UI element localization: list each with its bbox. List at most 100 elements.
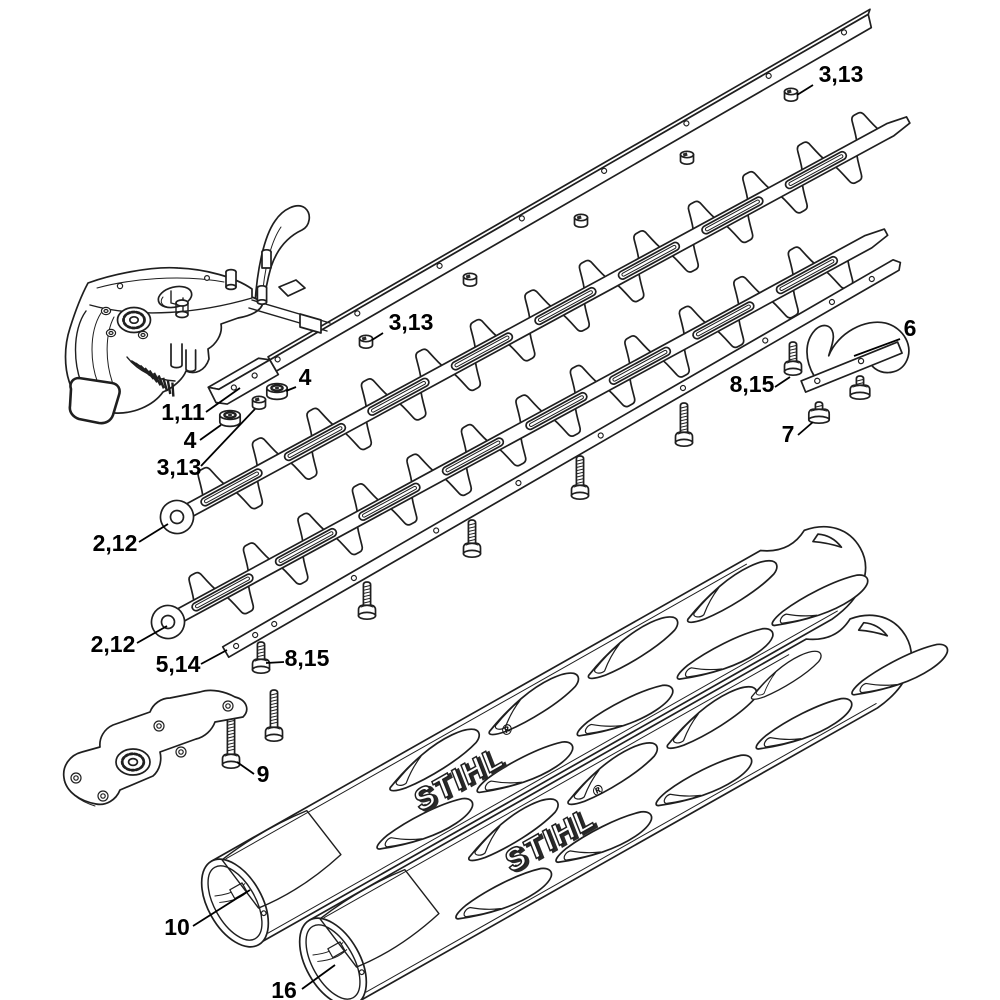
gearbox-assembly xyxy=(64,204,331,425)
screw xyxy=(251,641,271,675)
collar-nut xyxy=(358,334,374,350)
callout-6: 6 xyxy=(904,315,917,341)
callout-leader-3,13 xyxy=(796,84,814,96)
callout-8,15: 8,15 xyxy=(730,371,775,397)
collar-nut xyxy=(573,213,589,229)
flange-nut xyxy=(265,382,289,401)
tip-guard-hole xyxy=(857,357,865,365)
cover-opening xyxy=(200,858,270,948)
callout-leader-6 xyxy=(853,338,901,357)
registered-mark: ® xyxy=(589,780,607,802)
cutter-blade-upper xyxy=(159,105,911,535)
blade-eye-hole xyxy=(160,614,176,630)
gear-teeth xyxy=(130,359,175,397)
tip-guard-hole xyxy=(814,377,821,385)
callout-leader-3,13 xyxy=(371,332,384,341)
callout-4: 4 xyxy=(184,427,197,453)
blade-eye-hole xyxy=(169,509,185,525)
screw xyxy=(462,519,482,559)
callout-leader-7 xyxy=(797,421,814,436)
plate-hole xyxy=(70,772,82,784)
collar-nut xyxy=(679,150,695,166)
blade-tip-guard xyxy=(800,321,910,393)
screw xyxy=(849,375,871,401)
tip-crescent xyxy=(812,533,843,549)
gearbox-housing xyxy=(64,266,264,414)
screw xyxy=(357,581,377,621)
spacer-sleeve xyxy=(185,349,197,373)
spacer-sleeve xyxy=(170,343,183,369)
collar-nut xyxy=(783,87,799,103)
cover-label-patch xyxy=(221,809,342,909)
callout-10: 10 xyxy=(164,914,190,940)
lower-guide-strip xyxy=(221,258,902,659)
blade-guard-cover-upper: STIHL STIHL ® xyxy=(200,525,885,948)
callout-leader-2,12 xyxy=(138,523,169,543)
callout-8,15: 8,15 xyxy=(285,645,330,671)
screw xyxy=(570,455,590,501)
callout-leader-8,15 xyxy=(774,376,791,388)
post xyxy=(175,299,189,307)
tip-guard-fin xyxy=(806,321,910,378)
cover-opening xyxy=(298,917,368,1000)
cover-body xyxy=(308,614,913,1000)
callout-leader-10 xyxy=(192,889,251,927)
guard-arm xyxy=(254,204,311,305)
drive-plate-outline xyxy=(62,689,248,806)
blade-drive-plate xyxy=(62,689,248,807)
callout-leader-5,14 xyxy=(200,649,228,665)
callout-leader-9 xyxy=(236,761,255,775)
screw xyxy=(807,401,831,425)
callout-3,13: 3,13 xyxy=(157,454,202,480)
cover-label-patch xyxy=(319,868,440,968)
screw xyxy=(264,689,284,743)
mount-block xyxy=(299,313,322,334)
drive-plate-thickness xyxy=(63,779,96,807)
cutter-blade-lower xyxy=(150,228,889,640)
guide-bar-strip xyxy=(268,13,873,372)
lower-strip-bar xyxy=(221,258,902,659)
gear-tooth xyxy=(148,369,159,383)
plate-hole xyxy=(175,746,187,758)
screw xyxy=(783,341,803,377)
gear-tooth xyxy=(171,382,175,397)
callout-16: 16 xyxy=(271,977,297,1000)
callout-3,13: 3,13 xyxy=(389,309,434,335)
gear-tooth xyxy=(166,379,172,395)
callout-leader-4 xyxy=(285,386,297,392)
callout-9: 9 xyxy=(257,761,270,787)
callout-2,12: 2,12 xyxy=(91,631,136,657)
callout-leader-8,15 xyxy=(265,661,285,664)
gear-tooth xyxy=(143,367,155,380)
callout-leader-4 xyxy=(199,424,222,441)
gear-tooth xyxy=(157,374,165,389)
callout-leader-16 xyxy=(301,964,336,990)
callout-3,13: 3,13 xyxy=(819,61,864,87)
callout-4: 4 xyxy=(299,364,312,390)
blade-guard-cover-lower: STIHL STIHL ® xyxy=(298,614,956,1000)
gear-tooth xyxy=(152,372,162,386)
plate-hole xyxy=(97,790,109,802)
flange-nut xyxy=(218,409,242,428)
collar-nut xyxy=(251,395,267,411)
callout-leader-2,12 xyxy=(136,625,168,644)
fastener-hardware xyxy=(218,341,871,770)
bearing-ring xyxy=(120,752,146,772)
tip-guard-bar xyxy=(800,341,903,393)
bearing-center xyxy=(127,757,139,767)
plate-hole xyxy=(153,720,165,732)
boss-bolt-holes xyxy=(100,306,149,340)
callout-2,12: 2,12 xyxy=(93,530,138,556)
screw xyxy=(674,402,694,448)
guide-bar xyxy=(207,8,873,405)
callout-leader-3,13 xyxy=(200,408,256,467)
tip-crescent xyxy=(857,621,889,637)
drive-plate-holes xyxy=(70,700,234,802)
collar-nut xyxy=(462,272,478,288)
callout-1,11: 1,11 xyxy=(161,399,205,425)
registered-mark: ® xyxy=(498,720,516,742)
gear-tooth xyxy=(162,377,169,392)
